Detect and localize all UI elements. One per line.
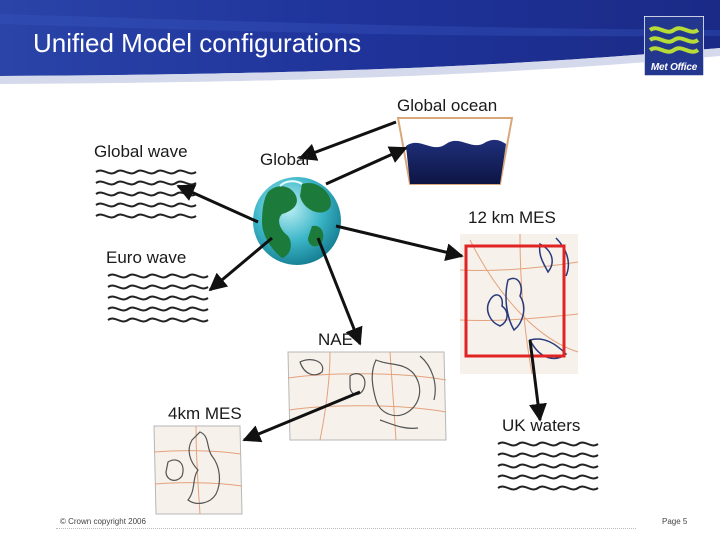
footer-divider: [56, 528, 636, 530]
logo-text: Met Office: [650, 62, 698, 73]
map-4km-mes-icon: [153, 425, 243, 515]
global-wave-lines-icon: [95, 169, 197, 219]
footer-copyright: © Crown copyright 2006: [60, 517, 146, 526]
label-global-ocean: Global ocean: [397, 96, 498, 115]
connector-arrows: [176, 120, 547, 443]
map-12km-mes-icon: [459, 233, 579, 375]
ocean-basin-icon: [396, 117, 514, 185]
label-global-wave: Global wave: [94, 142, 188, 161]
arrow-globe-to-global-wave: [176, 184, 259, 224]
globe-icon: [253, 177, 341, 265]
arrow-nae-to-4km-mes: [242, 390, 361, 443]
label-global: Global: [260, 150, 310, 169]
euro-wave-lines-icon: [107, 273, 209, 323]
arrow-12km-to-uk-waters: [528, 339, 547, 422]
map-nae-icon: [287, 351, 447, 441]
header-background: [0, 0, 720, 84]
label-uk-waters: UK waters: [502, 416, 581, 435]
arrow-globe-to-nae: [316, 237, 363, 346]
logo-icon: [644, 16, 704, 76]
label-euro-wave: Euro wave: [106, 248, 187, 267]
arrow-globe-to-12km-mes: [335, 224, 464, 262]
arrow-ocean-to-global: [298, 120, 397, 161]
arrow-global-to-ocean: [325, 146, 408, 186]
header-band: Unified Model configurations Met Office: [0, 0, 720, 86]
label-nae: NAE: [318, 330, 353, 349]
page-title: Unified Model configurations: [33, 28, 362, 58]
label-12km-mes: 12 km MES: [468, 208, 556, 227]
label-4km-mes: 4km MES: [168, 404, 242, 423]
arrow-globe-to-euro-wave: [208, 236, 273, 292]
uk-waters-lines-icon: [497, 441, 599, 491]
met-office-logo: Met Office: [644, 16, 704, 76]
footer-page-number: Page 5: [662, 517, 688, 526]
